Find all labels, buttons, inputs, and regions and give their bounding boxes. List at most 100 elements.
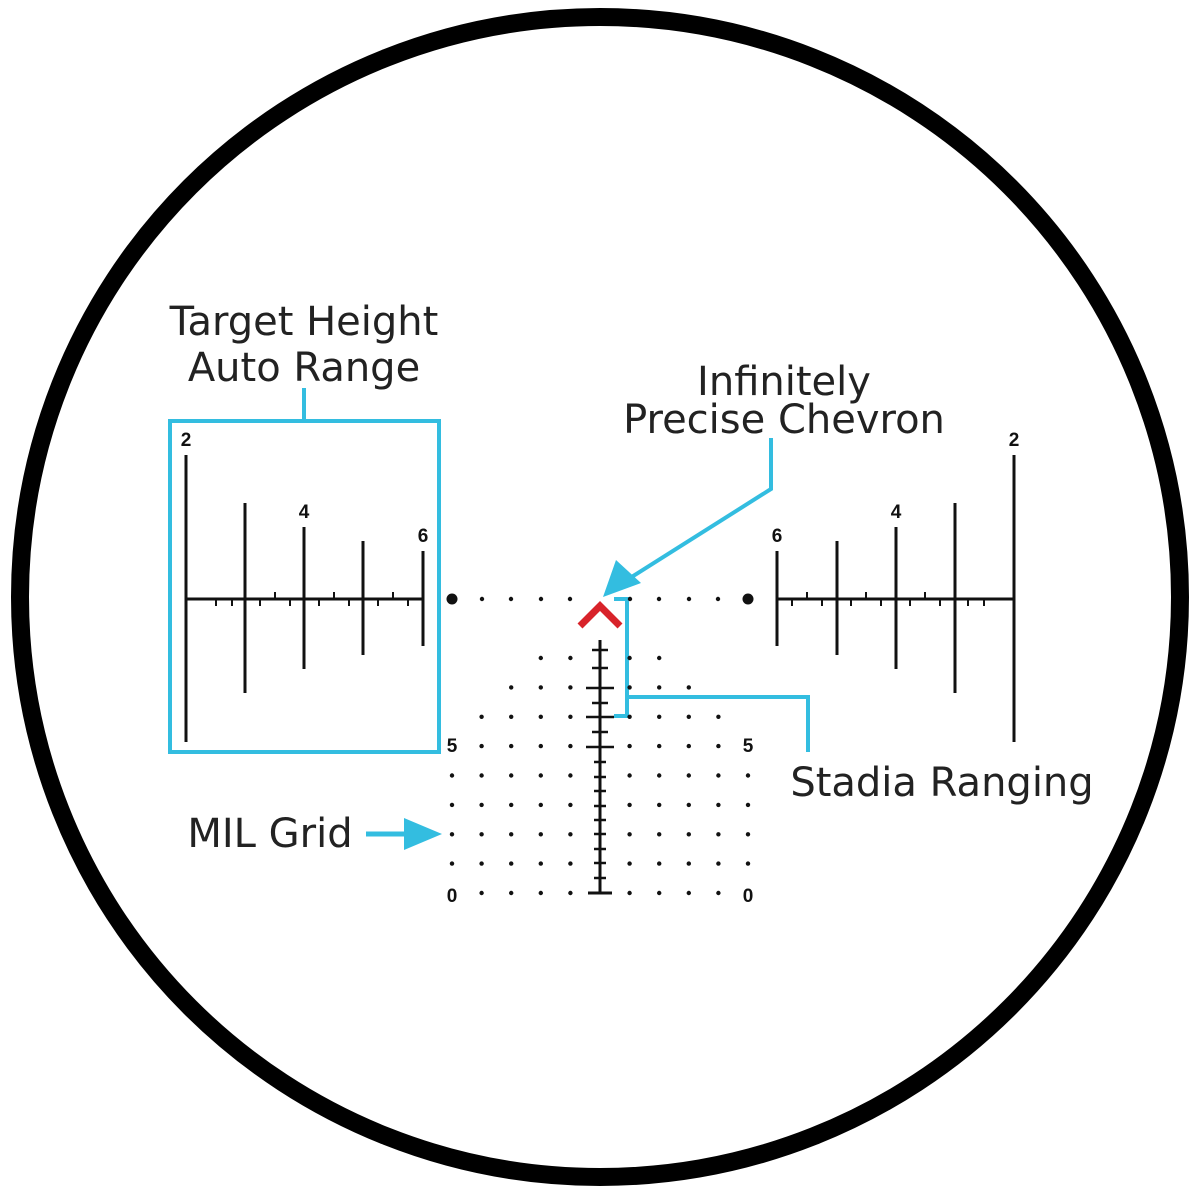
grid-dot <box>716 802 721 808</box>
grid-num-right-0: 0 <box>743 886 754 907</box>
grid-dot <box>627 743 632 749</box>
grid-dot <box>509 802 514 808</box>
horizontal-dot-row <box>446 593 754 605</box>
grid-dot <box>538 773 543 778</box>
chevron-label-line1: Infinitely <box>697 359 871 405</box>
grid-dot <box>745 832 751 837</box>
grid-dot <box>657 714 662 719</box>
grid-dot <box>657 685 662 690</box>
grid-dot <box>657 743 662 749</box>
target-height-callout: Target Height Auto Range <box>168 299 441 754</box>
chevron-aim-point <box>577 601 623 629</box>
grid-dot <box>627 861 632 866</box>
left-stadia-scale: 2 4 6 <box>181 430 428 742</box>
grid-dot <box>745 773 751 778</box>
grid-dot <box>686 890 691 896</box>
grid-dot <box>686 685 691 690</box>
grid-dot <box>538 743 543 749</box>
right-scale-num-6: 6 <box>772 526 783 547</box>
grid-dot <box>509 832 514 837</box>
grid-dot <box>686 743 691 749</box>
grid-dot <box>627 802 632 808</box>
grid-dot <box>538 685 543 690</box>
right-scale-num-2: 2 <box>1009 430 1020 451</box>
grid-dot <box>479 832 484 837</box>
grid-num-right-5: 5 <box>743 736 754 757</box>
left-end-dot <box>446 593 458 605</box>
grid-dot <box>449 832 455 837</box>
right-scale-minor-ticks <box>791 592 985 606</box>
grid-dot <box>627 685 632 690</box>
grid-dot <box>716 890 721 896</box>
grid-dot <box>716 861 721 866</box>
target-height-label-line1: Target Height <box>169 299 439 345</box>
grid-dot <box>657 802 662 808</box>
left-scale-num-4: 4 <box>299 502 310 523</box>
grid-dot <box>568 743 573 749</box>
grid-dot <box>449 802 455 808</box>
grid-dot <box>627 714 632 719</box>
grid-dot <box>538 832 543 837</box>
grid-dot <box>686 802 691 808</box>
grid-dot <box>568 685 573 690</box>
chevron-callout: Infinitely Precise Chevron <box>603 359 945 597</box>
grid-dot <box>716 773 721 778</box>
grid-dot <box>686 832 691 837</box>
grid-dot <box>568 773 573 778</box>
grid-dot <box>716 714 721 719</box>
chevron-label-line2: Precise Chevron <box>623 397 945 443</box>
grid-dot <box>568 861 573 866</box>
right-stadia-scale: 2 4 6 <box>772 430 1020 742</box>
grid-dot <box>479 714 484 719</box>
grid-dot <box>627 655 632 661</box>
grid-dot <box>568 714 573 719</box>
grid-dot <box>745 861 751 866</box>
grid-dot <box>686 773 691 778</box>
grid-dot <box>538 714 543 719</box>
mil-grid-arrowhead <box>404 818 442 850</box>
grid-dot <box>627 832 632 837</box>
grid-dot <box>627 773 632 778</box>
grid-dot <box>568 832 573 837</box>
grid-dot <box>509 773 514 778</box>
grid-num-left-5: 5 <box>447 736 458 757</box>
grid-dot <box>449 773 455 778</box>
left-scale-minor-ticks <box>215 592 409 606</box>
grid-dot <box>509 685 514 690</box>
grid-dot <box>716 743 721 749</box>
grid-dot <box>745 802 751 808</box>
right-end-dot <box>742 593 754 605</box>
stadia-label: Stadia Ranging <box>790 760 1093 806</box>
grid-dot <box>686 861 691 866</box>
grid-dot <box>509 714 514 719</box>
target-height-label-line2: Auto Range <box>188 345 420 391</box>
grid-dot <box>627 890 632 896</box>
vertical-stadia-post <box>586 640 614 895</box>
chevron-leader <box>628 438 773 580</box>
mil-grid-dots <box>449 655 751 896</box>
grid-dot <box>538 802 543 808</box>
left-scale-num-2: 2 <box>181 430 192 451</box>
mil-grid-callout: MIL Grid <box>187 811 442 857</box>
grid-dot <box>568 890 573 896</box>
grid-dot <box>509 743 514 749</box>
grid-dot <box>657 832 662 837</box>
grid-dot <box>538 890 543 896</box>
grid-dot <box>479 743 484 749</box>
grid-dot <box>686 714 691 719</box>
stadia-bracket <box>614 597 629 718</box>
grid-dot <box>716 832 721 837</box>
grid-dot <box>479 861 484 866</box>
grid-dot <box>479 802 484 808</box>
stadia-callout: Stadia Ranging <box>614 597 1094 806</box>
grid-num-left-0: 0 <box>447 886 458 907</box>
chevron-arrowhead <box>603 560 641 597</box>
grid-dot <box>657 861 662 866</box>
grid-dot <box>538 861 543 866</box>
grid-dot <box>657 773 662 778</box>
grid-dot <box>479 890 484 896</box>
grid-dot <box>509 861 514 866</box>
mil-grid-label: MIL Grid <box>187 811 352 857</box>
grid-dot <box>657 890 662 896</box>
